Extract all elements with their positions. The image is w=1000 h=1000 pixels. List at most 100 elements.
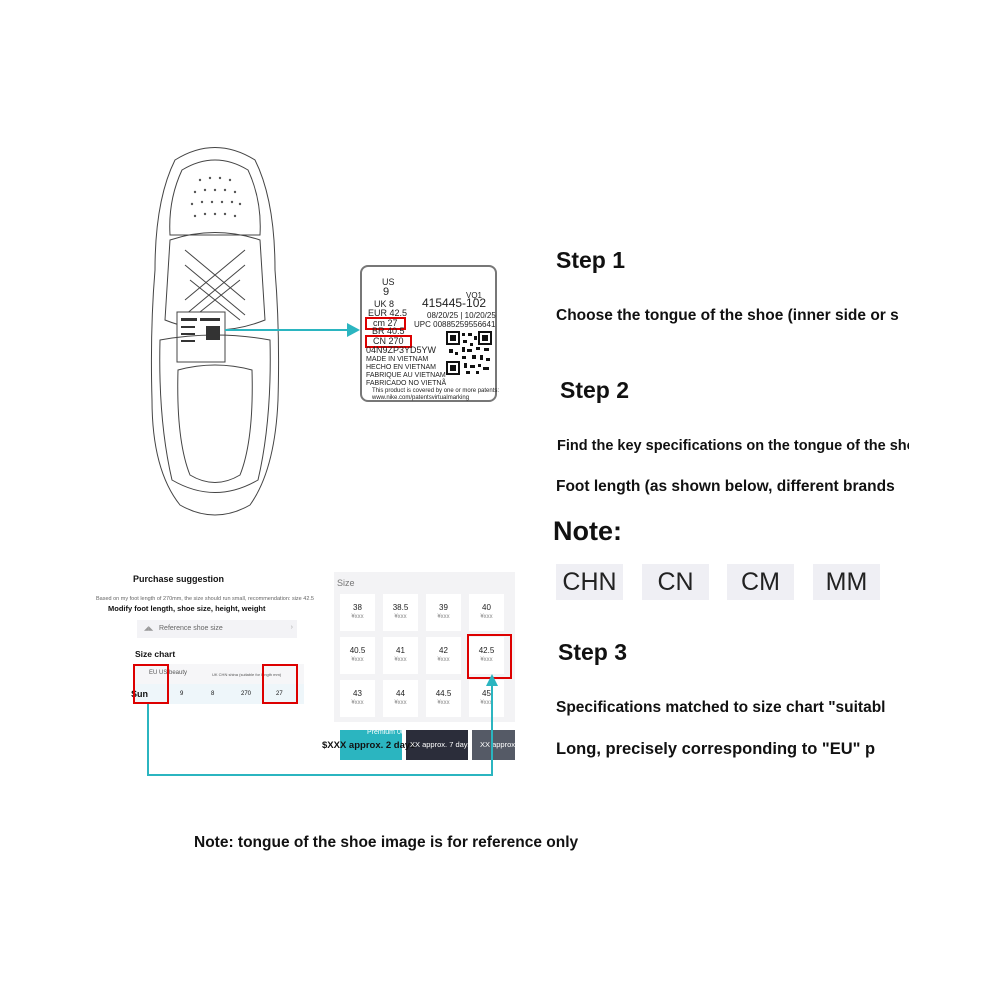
tag-upc: UPC 00885259556641 [414,320,496,329]
chevron-right-icon: › [290,624,293,631]
size-option[interactable]: 44.5 ¥xxx [426,680,461,717]
size-label: Size [337,578,355,588]
size-value: 45 [482,689,491,698]
size-value: 38.5 [392,603,409,612]
tag-arrow [225,323,360,337]
premium-label: Premium 0063420 [367,729,425,736]
row-chn: 270 [241,691,252,697]
bottom-note: Note: tongue of the shoe image is for re… [194,834,579,851]
size-value: 38 [353,603,362,612]
row-eu: Sun [131,689,148,699]
note-title: Note: [553,516,622,546]
purchase-based: Based on my foot length of 270mm, the si… [96,596,314,602]
purchase-title: Purchase suggestion [133,574,225,584]
size-price: ¥xxx [351,614,364,620]
size-value: 44.5 [435,689,452,698]
header-beauty: beauty [169,670,188,676]
size-option[interactable]: 40.5 ¥xxx [340,637,375,674]
size-value: 39 [439,603,448,612]
size-value: 44 [396,689,405,698]
buy-premium-button[interactable] [340,730,402,760]
size-option[interactable]: 40 ¥xxx [469,594,504,631]
step2-title: Step 2 [560,377,630,403]
size-option[interactable]: 44 ¥xxx [383,680,418,717]
step3-text2: Long, precisely corresponding to "EU" p [556,740,876,758]
tag-code: 04N9ZP3YD5YW [366,345,437,355]
size-option[interactable]: 39 ¥xxx [426,594,461,631]
row-us: 9 [180,691,184,697]
step2-text: Find the key specifications on the tongu… [557,438,909,454]
btn3-label: XX approx. 1 [480,740,515,749]
size-price: ¥xxx [480,657,493,663]
tag-uk: UK 8 [374,299,395,309]
reference-label: Reference shoe size [159,625,223,632]
chip-cm: CM [727,564,794,600]
tag-made2: HECHO EN VIETNAM [366,364,437,371]
size-option[interactable]: 38.5 ¥xxx [383,594,418,631]
tag-vq: VQ1 [466,291,483,300]
size-price: ¥xxx [351,657,364,663]
size-price: ¥xxx [394,700,407,706]
step2-text2: Foot length (as shown below, different b… [556,478,895,495]
tag-made3: FABRIQUE AU VIETNAM [366,372,446,379]
size-value: 42.5 [478,646,495,655]
tag-dates: 08/20/25 | 10/20/25 [427,311,496,320]
btn2-label: XX approx. 7 days [410,740,472,749]
size-price: ¥xxx [437,700,450,706]
step1-title: Step 1 [556,247,626,273]
step3-title: Step 3 [558,639,628,665]
highlight-eu-column [133,664,169,704]
size-chart-title: Size chart [135,649,176,659]
shoe-icon: ◢◣ [144,626,154,632]
step1-text: Choose the tongue of the shoe (inner sid… [556,307,899,324]
size-value: 42 [439,646,448,655]
buy-1-day-button[interactable] [472,730,515,760]
step3-text: Specifications matched to size chart "su… [556,699,886,716]
header-eu-us: EU US [149,670,168,676]
chip-chn: CHN [556,564,623,600]
size-option[interactable]: 42 ¥xxx [426,637,461,674]
size-chart-table: EU US beauty UK CHN shina (suitable for … [131,664,304,704]
size-value: 41 [396,646,405,655]
size-price: ¥xxx [394,614,407,620]
shoe-illustration [150,147,280,516]
size-option[interactable]: 38 ¥xxx [340,594,375,631]
tag-cm: cm 27 [365,317,406,330]
header-rest: UK CHN shina (suitable for length mm) [212,672,282,677]
size-price: ¥xxx [351,700,364,706]
tag-br: BR 40.5 [372,326,405,336]
size-price: ¥xxx [437,657,450,663]
tag-made4: FABRICADO NO VIETNÃ [366,380,447,387]
highlight-size-42-5 [467,634,512,679]
size-option[interactable]: 43¥xxx [340,680,375,717]
tag-made1: MADE IN VIETNAM [366,356,429,363]
chip-mm: MM [813,564,880,600]
reference-size-button[interactable]: ◢◣ Reference shoe size › [137,620,297,638]
buy-7-days-button[interactable] [406,730,468,760]
tag-patent1: This product is covered by one or more p… [372,388,500,394]
row-uk: 8 [211,691,215,697]
highlight-cm-column [262,664,298,704]
shoe-tongue-tag: US 9 VQ1 UK 8 415445-102 EUR 42.5 08/20/… [360,265,500,402]
tag-us-value: 9 [383,286,390,298]
size-price: ¥xxx [480,614,493,620]
tag-eur: EUR 42.5 [368,308,408,318]
size-price: ¥xxx [480,700,493,706]
tag-patent2: www.nike.com/patentsvirtualmarking [372,395,470,401]
modify-link[interactable]: Modify foot length, shoe size, height, w… [108,604,266,613]
match-arrow [147,674,498,776]
btn1-label: $XXX approx. 2 days [322,740,416,751]
size-price: ¥xxx [437,614,450,620]
qr-code-icon [446,331,492,375]
tag-cn: CN 270 [365,335,412,348]
size-value: 40.5 [349,646,366,655]
size-option[interactable]: 42.5 ¥xxx [469,637,504,674]
row-cm: 27 [276,691,283,697]
tag-us-label: US [382,277,395,287]
tag-style: 415445-102 [422,296,487,310]
size-option[interactable]: 41¥xxx [383,637,418,674]
size-option[interactable]: 45 ¥xxx [469,680,504,717]
chip-cn: CN [642,564,709,600]
size-value: 40 [482,603,491,612]
